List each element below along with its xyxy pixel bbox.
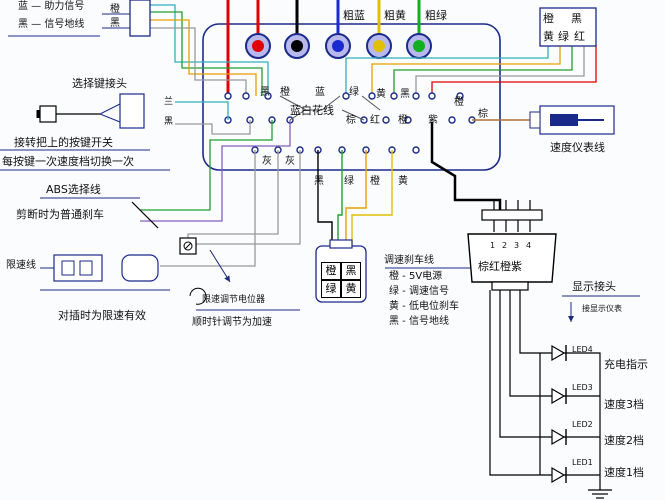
display-pin-4: 4 <box>526 241 532 250</box>
pin2-label-4: 紫 <box>428 115 438 126</box>
left-connector-pin-1: 橙 <box>110 4 120 15</box>
abs-title: ABS选择线 <box>46 183 101 196</box>
ground-symbol <box>588 489 612 499</box>
pin-label-1: 黑 <box>260 87 270 98</box>
led2-name: LED2 <box>572 420 593 429</box>
display-title: 显示接头 <box>572 280 616 293</box>
bottom-wire-label-2: 绿 <box>344 176 354 187</box>
abs-caption: 剪断时为普通刹车 <box>16 208 104 221</box>
select-key-title: 选择键接头 <box>72 77 127 90</box>
select-key-pin-1: 兰 <box>164 97 174 107</box>
controller-body <box>202 23 501 171</box>
led2-label: 速度2档 <box>604 434 644 447</box>
limiter-label: 限速线 <box>6 260 36 271</box>
select-key-caption-1: 接转把上的按键开关 <box>14 136 113 149</box>
brake-cell-3: 绿 <box>321 280 341 298</box>
pin2-label-3: 橙 <box>398 115 408 126</box>
bottom-pin-label-2: 灰 <box>285 156 295 167</box>
led3-label: 速度3档 <box>604 398 644 411</box>
led4-name: LED4 <box>572 345 593 354</box>
select-key-caption-2: 每按键一次速度档切换一次 <box>2 155 134 168</box>
led1-label: 速度1档 <box>604 466 644 479</box>
brake-legend-2: 绿 - 调速信号 <box>389 286 449 297</box>
top-wire-label-2: 粗黄 <box>384 9 406 22</box>
left-connector-row-2: 黑 — 信号地线 <box>18 19 85 30</box>
controller-pins <box>224 92 476 154</box>
display-pin-3: 3 <box>514 241 520 250</box>
brake-title: 调速刹车线 <box>384 255 434 266</box>
led3-name: LED3 <box>572 383 593 392</box>
display-pin-2: 2 <box>502 241 508 250</box>
top-wire-label-1: 粗蓝 <box>343 9 365 22</box>
bottom-pin-label-1: 灰 <box>262 156 272 167</box>
brake-legend-1: 橙 - 5V电源 <box>389 271 443 282</box>
top-wire-label-3: 粗绿 <box>425 9 447 22</box>
pin2-label-2: 红 <box>370 115 380 126</box>
brake-cell-2: 黑 <box>341 262 361 280</box>
display-subtitle: 接显示仪表 <box>582 304 622 313</box>
pin2-label-5: 棕 <box>478 109 488 120</box>
pin-label-3: 蓝 <box>315 87 325 98</box>
pin-label-6: 黑 <box>400 89 410 100</box>
left-connector-row-1: 蓝 — 助力信号 <box>18 1 85 12</box>
tr-cell-1: 橙 <box>543 12 554 25</box>
tr-cell-3: 黄 <box>543 30 554 43</box>
tr-cell-5: 红 <box>574 30 585 43</box>
tr-cell-4: 绿 <box>558 30 569 43</box>
pin-label-5: 黄 <box>376 89 386 100</box>
pin2-label-1: 棕 <box>346 115 356 126</box>
led-diodes <box>551 344 566 484</box>
pin-label-7: 橙 <box>454 97 464 108</box>
limiter-caption: 对插时为限速有效 <box>58 309 146 322</box>
bottom-wire-label-1: 黑 <box>314 176 324 187</box>
brake-cell-1: 橙 <box>321 262 341 280</box>
center-label: 蓝白花线 <box>290 104 334 117</box>
brake-legend-3: 黄 - 低电位刹车 <box>389 301 459 312</box>
power-terminal-cores <box>252 40 425 52</box>
led4-label: 充电指示 <box>604 358 648 371</box>
brake-cell-4: 黄 <box>341 280 361 298</box>
pin-label-2: 橙 <box>280 87 290 98</box>
display-pin-1: 1 <box>490 241 496 250</box>
pot-line-1: 限速调节电位器 <box>202 295 266 305</box>
speedometer-label: 速度仪表线 <box>550 141 605 154</box>
display-colors: 棕红橙紫 <box>478 260 522 273</box>
pot-line-2: 顺时针调节为加速 <box>192 317 272 328</box>
left-connector-pin-2: 黑 <box>110 18 120 29</box>
bottom-wire-label-3: 橙 <box>370 176 380 187</box>
bottom-wire-label-4: 黄 <box>398 176 408 187</box>
brake-legend-4: 黑 - 信号地线 <box>389 316 449 327</box>
select-key-pin-2: 黑 <box>164 117 174 127</box>
pin-label-4: 绿 <box>349 87 359 98</box>
tr-cell-2: 黑 <box>571 12 582 25</box>
led1-name: LED1 <box>572 458 593 467</box>
